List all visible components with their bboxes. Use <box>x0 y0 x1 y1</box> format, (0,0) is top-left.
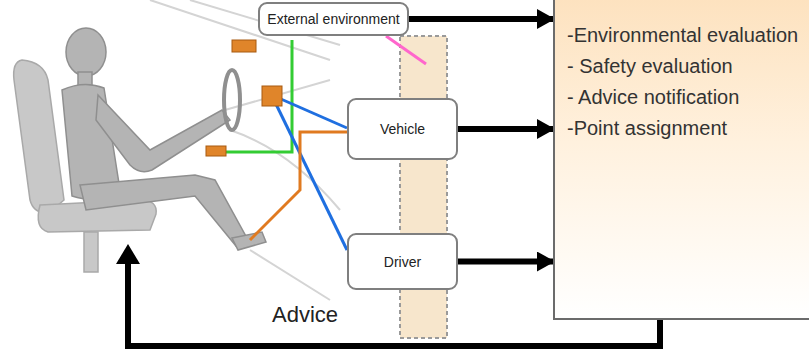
flow-arrow <box>458 126 553 132</box>
sensor <box>206 40 282 156</box>
flow-arrow <box>458 259 553 265</box>
list-item: - Advice notification <box>567 87 803 108</box>
input-box: External environment <box>258 2 409 36</box>
flow-arrow <box>409 16 553 22</box>
data-band <box>400 36 447 338</box>
input-box: Driver <box>347 233 458 290</box>
list-item: -Environmental evaluation <box>567 25 803 46</box>
list-item: -Point assignment <box>567 118 803 139</box>
steering-wheel <box>224 70 240 130</box>
arrow-label: Advice <box>268 302 342 328</box>
evaluation-box: -Environmental evaluation - Safety evalua… <box>553 0 809 320</box>
input-box: Vehicle <box>347 98 458 160</box>
driver-figure <box>62 28 266 250</box>
box-label: Driver <box>384 254 421 270</box>
list-item: - Safety evaluation <box>567 56 803 77</box>
box-label: External environment <box>267 11 399 27</box>
box-label: Vehicle <box>380 121 425 137</box>
